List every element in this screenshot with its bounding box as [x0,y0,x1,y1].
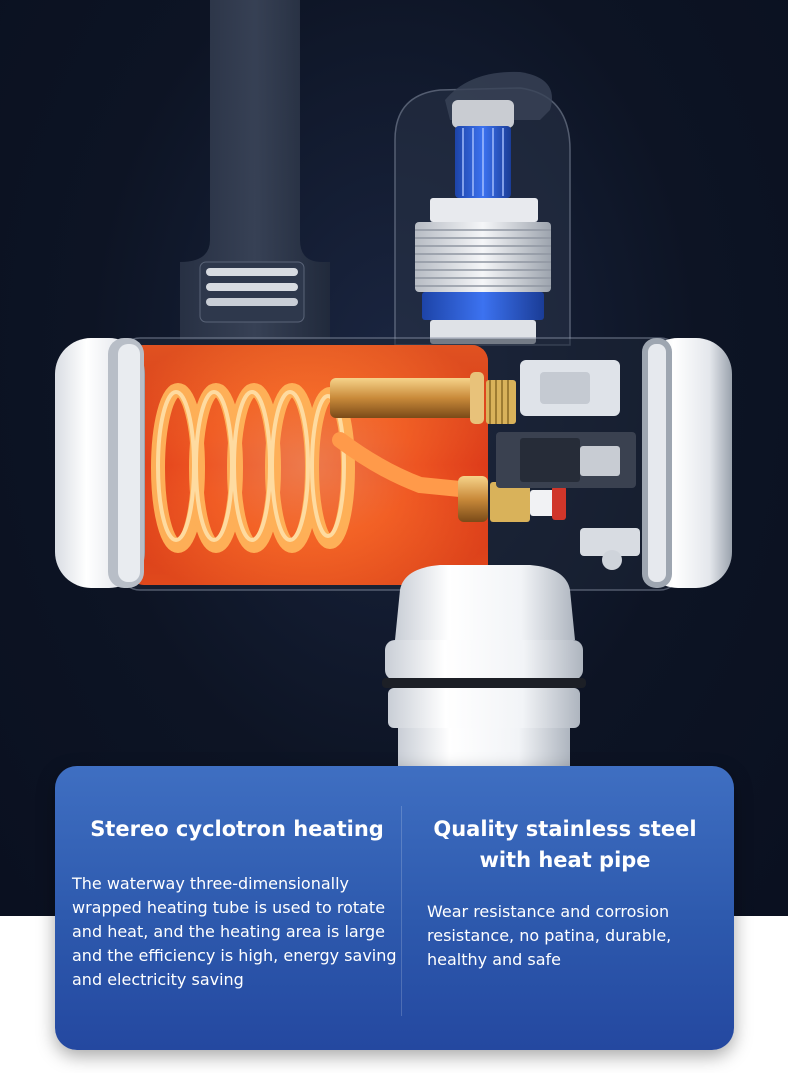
feature-left: Stereo cyclotron heating The waterway th… [72,814,402,992]
feature-title-steel: Quality stainless steel with heat pipe [433,817,697,872]
feature-description-heating: The waterway three-dimensionally wrapped… [72,874,397,989]
feature-title-heating: Stereo cyclotron heating [90,817,384,841]
faucet-product-image [55,0,732,788]
feature-description-steel: Wear resistance and corrosion resistance… [427,902,672,969]
feature-right: Quality stainless steel with heat pipe W… [415,814,715,972]
feature-card: Stereo cyclotron heating The waterway th… [55,766,734,1050]
card-divider [401,806,402,1016]
